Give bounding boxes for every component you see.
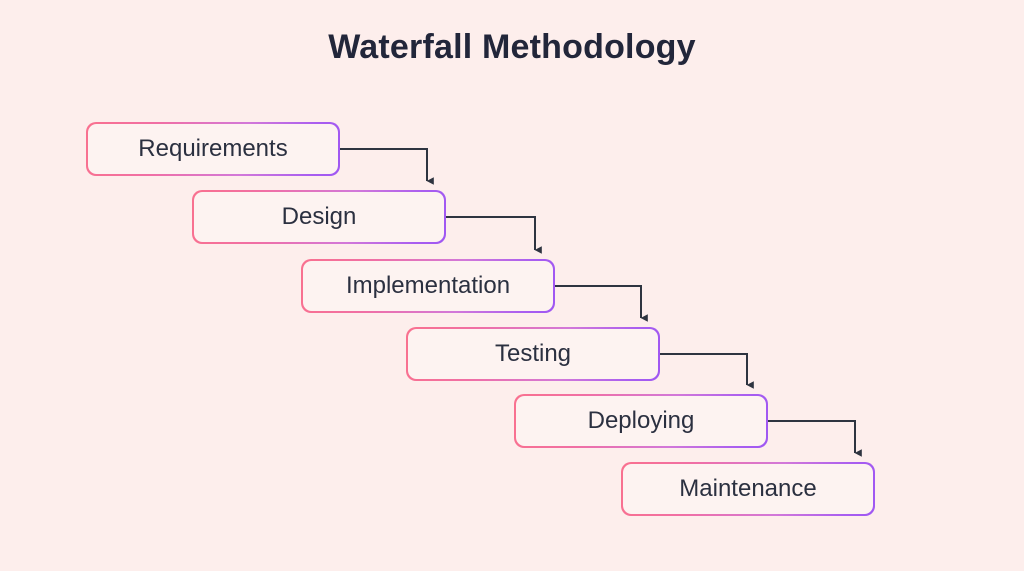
stage-label: Requirements xyxy=(138,135,288,162)
stage-box-inner: Implementation xyxy=(302,260,554,312)
stage-label: Design xyxy=(281,203,357,230)
connector-arrow-implementation-to-testing xyxy=(555,285,648,322)
connector-arrow-requirements-to-design xyxy=(340,148,434,185)
stage-box-requirements[interactable]: Requirements xyxy=(86,122,340,176)
page-title: Waterfall Methodology xyxy=(328,28,696,66)
stage-box-testing[interactable]: Testing xyxy=(406,327,660,381)
stage-box-inner: Testing xyxy=(407,328,659,380)
stage-box-inner: Design xyxy=(193,191,445,243)
connector-arrow-design-to-implementation xyxy=(446,216,542,254)
stage-label: Maintenance xyxy=(679,475,817,502)
stage-box-design[interactable]: Design xyxy=(192,190,446,244)
stage-label: Implementation xyxy=(345,272,511,299)
stage-box-maintenance[interactable]: Maintenance xyxy=(621,462,875,516)
stage-box-implementation[interactable]: Implementation xyxy=(301,259,555,313)
stage-box-inner: Requirements xyxy=(87,123,339,175)
stage-label: Testing xyxy=(494,340,572,367)
stage-label: Deploying xyxy=(587,407,695,434)
connector-arrow-deploying-to-maintenance xyxy=(768,420,862,457)
stage-box-inner: Deploying xyxy=(515,395,767,447)
stage-box-deploying[interactable]: Deploying xyxy=(514,394,768,448)
stage-box-inner: Maintenance xyxy=(622,463,874,515)
connector-arrow-testing-to-deploying xyxy=(660,353,754,389)
